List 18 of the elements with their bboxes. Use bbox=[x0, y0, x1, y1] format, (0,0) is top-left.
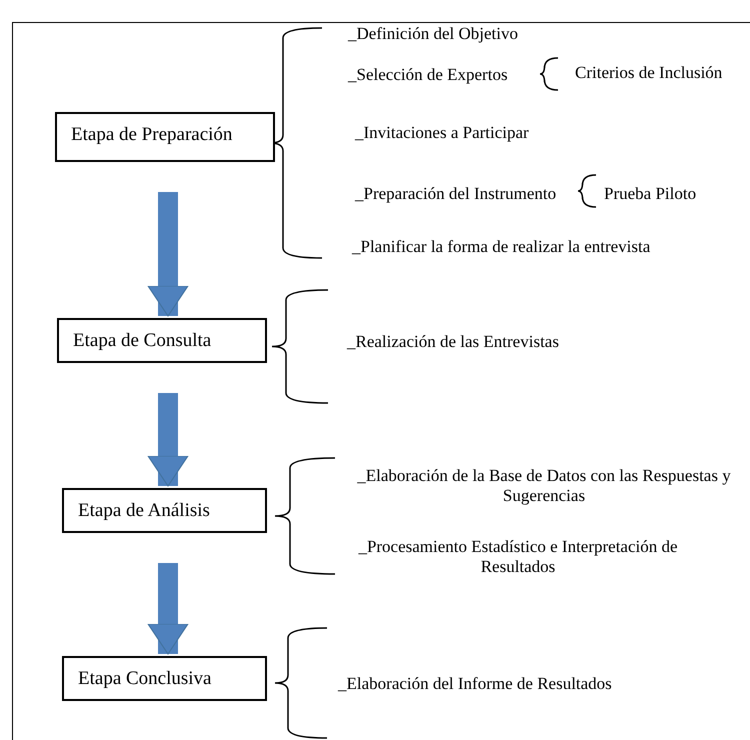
list-item: _Preparación del Instrumento bbox=[355, 184, 556, 204]
list-item: Prueba Piloto bbox=[604, 184, 696, 204]
stage-box: Etapa de Preparación bbox=[55, 112, 275, 162]
list-item: _Planificar la forma de realizar la entrevista bbox=[352, 237, 650, 257]
stage-box: Etapa de Análisis bbox=[62, 488, 267, 533]
list-item: _Invitaciones a Participar bbox=[355, 123, 529, 143]
stage-box: Etapa Conclusiva bbox=[62, 656, 267, 701]
list-item: _Elaboración de la Base de Datos con las Respuestas y Sugerencias bbox=[356, 466, 732, 506]
list-item: _Realización de las Entrevistas bbox=[347, 332, 559, 352]
list-item: _Selección de Expertos bbox=[348, 65, 508, 85]
list-item: Criterios de Inclusión bbox=[575, 63, 722, 83]
list-item: _Elaboración del Informe de Resultados bbox=[338, 674, 612, 694]
block-arrow bbox=[148, 192, 188, 316]
list-item: _Procesamiento Estadístico e Interpretación de Resultados bbox=[357, 537, 679, 577]
list-item: _Definición del Objetivo bbox=[348, 24, 518, 44]
stage-box: Etapa de Consulta bbox=[57, 318, 267, 363]
block-arrow bbox=[148, 393, 188, 486]
block-arrow bbox=[148, 563, 188, 654]
